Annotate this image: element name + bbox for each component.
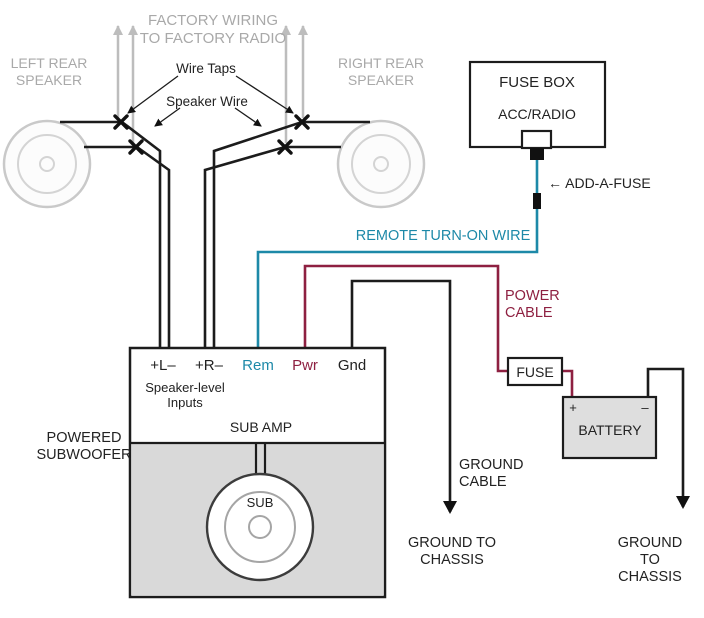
speaker-wire-label: Speaker Wire <box>166 94 248 109</box>
ground-to-chassis-left-label: GROUND TO CHASSIS <box>407 535 497 569</box>
terminal-label-left-input: +L– <box>150 357 176 374</box>
sub-amp-label: SUB AMP <box>229 419 293 435</box>
sub-label: SUB <box>246 495 274 510</box>
terminal-label-ground: Gnd <box>337 357 367 374</box>
remote-turn-on-label: REMOTE TURN-ON WIRE <box>355 228 531 244</box>
terminal-label-remote: Rem <box>242 357 274 374</box>
ground-to-chassis-right-label: GROUND TO CHASSIS <box>617 535 683 586</box>
add-a-fuse-holder <box>533 193 541 209</box>
right-speaker-label: RIGHT REAR SPEAKER <box>337 55 425 88</box>
ground-cable-label: GROUND CABLE <box>459 457 524 491</box>
inline-fuse-label: FUSE <box>516 364 554 380</box>
terminal-label-right-input: +R– <box>195 357 223 374</box>
speaker-level-inputs-label: Speaker-level Inputs <box>145 380 225 411</box>
battery-positive-terminal: + <box>569 400 577 415</box>
terminal-label-power: Pwr <box>292 357 318 374</box>
powered-subwoofer-label: POWERED SUBWOOFER <box>36 430 132 464</box>
wire-tap-marks <box>113 114 310 155</box>
power-cable-label: POWER CABLE <box>505 288 560 322</box>
factory-wiring-lines <box>113 25 308 143</box>
battery-label: BATTERY <box>578 422 642 438</box>
left-speaker-label: LEFT REAR SPEAKER <box>10 55 88 88</box>
wire-taps-label: Wire Taps <box>176 61 236 76</box>
right-rear-speaker-icon <box>336 119 426 209</box>
factory-wiring-label: FACTORY WIRING TO FACTORY RADIO <box>139 12 287 47</box>
battery-ground-wire <box>646 367 690 509</box>
battery-shape <box>561 395 658 460</box>
battery-negative-terminal: – <box>641 400 649 415</box>
left-rear-speaker-icon <box>2 119 92 209</box>
add-a-fuse-label: ← ADD-A-FUSE <box>548 175 651 191</box>
fuse-box-circuit-label: ACC/RADIO <box>498 106 576 122</box>
speaker-wires <box>60 120 370 349</box>
label-pointer-arrows <box>127 75 294 127</box>
ground-cable-wire <box>350 279 457 514</box>
power-cable-wire <box>303 264 574 397</box>
inline-fuse-shape <box>506 356 564 387</box>
fuse-box-title: FUSE BOX <box>499 74 575 91</box>
powered-subwoofer-shape <box>128 346 387 599</box>
fuse-box-shape <box>468 60 607 209</box>
